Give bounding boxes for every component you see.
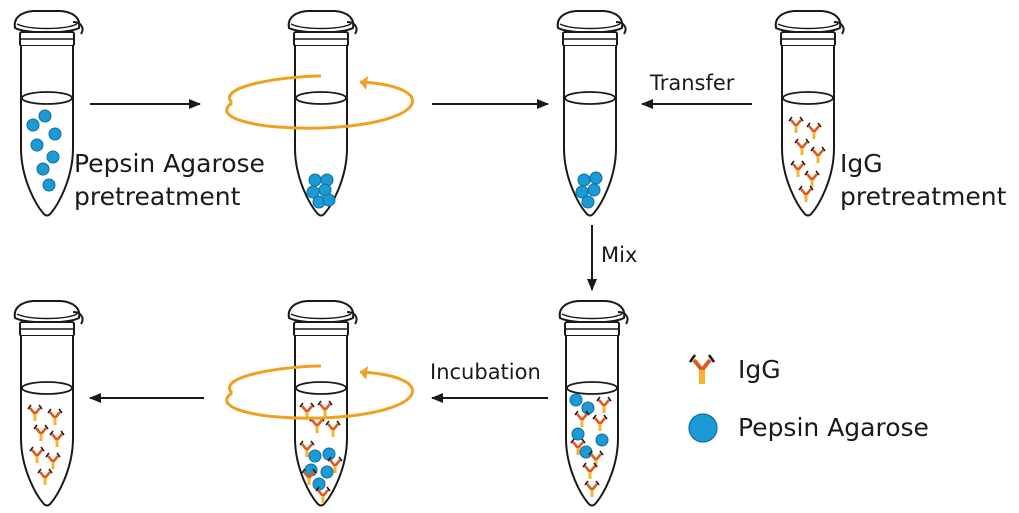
label-pepsin-pretreatment: Pepsin Agarose pretreatment	[74, 149, 265, 211]
tube-pellet	[556, 10, 627, 217]
tube-final	[13, 300, 84, 507]
tube-pepsin-agarose	[13, 10, 84, 217]
label-incubation: Incubation	[430, 360, 541, 384]
label-transfer: Transfer	[650, 71, 735, 95]
spin-arrow-bottom	[225, 364, 415, 420]
label-igg-pretreatment: IgG pretreatment	[840, 149, 1007, 211]
tube-mixture	[558, 300, 629, 507]
tube-igg	[774, 10, 845, 217]
legend-igg-label: IgG	[738, 355, 781, 384]
legend-igg-icon	[688, 353, 716, 386]
tube-spin-pellet	[287, 10, 358, 217]
legend-pepsin-icon	[688, 413, 718, 443]
tube-incubation	[287, 300, 358, 507]
legend-pepsin-label: Pepsin Agarose	[738, 413, 929, 442]
label-mix: Mix	[601, 243, 638, 267]
spin-arrow-top	[225, 74, 415, 130]
